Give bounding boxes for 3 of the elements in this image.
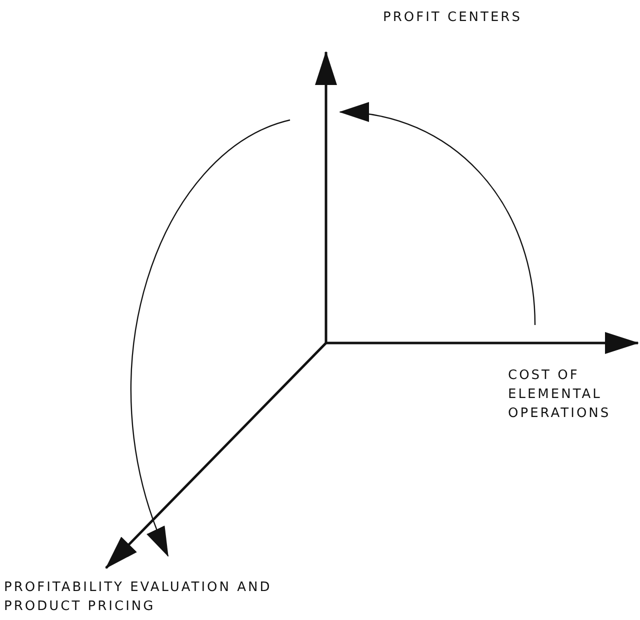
axis-label: PROFIT CENTERS — [383, 9, 523, 27]
axis-label: PROFITABILITY EVALUATION AND PRODUCT PRICING — [4, 579, 273, 616]
axis-label: COST OF ELEMENTAL OPERATIONS — [508, 367, 612, 423]
